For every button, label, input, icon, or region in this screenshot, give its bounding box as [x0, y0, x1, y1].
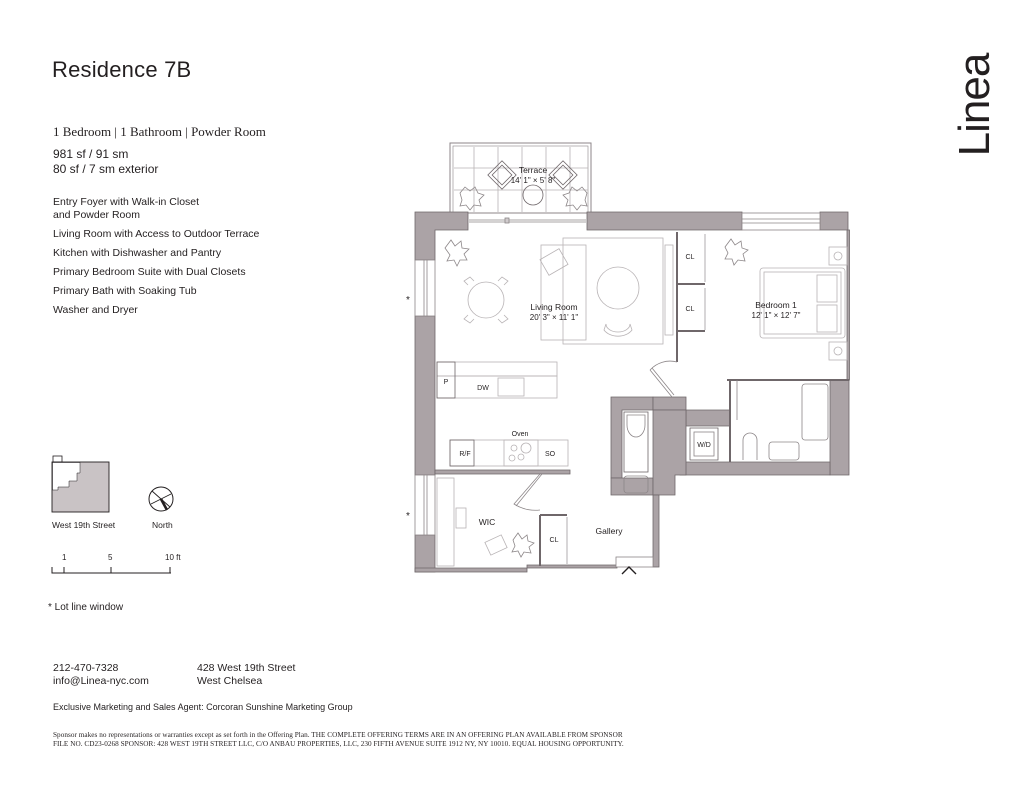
doors	[513, 360, 738, 511]
address-line2: West Chelsea	[197, 675, 263, 687]
north-arrow-icon	[148, 486, 174, 512]
terrace	[449, 142, 592, 214]
north-label: North	[152, 520, 173, 530]
interior-area: 981 sf / 91 sm	[53, 147, 129, 161]
scale-bar	[51, 567, 171, 574]
scale-tick-5: 5	[108, 553, 113, 562]
living-room-label: Living Room	[530, 302, 577, 312]
legal-disclaimer: Sponsor makes no representations or warr…	[53, 731, 624, 748]
closet-label: CL	[550, 537, 559, 544]
terrace-dims: 14' 1" × 5' 8"	[511, 176, 556, 185]
residence-title: Residence 7B	[52, 57, 192, 82]
pantry-label: P	[444, 379, 449, 386]
feature-item: Primary Bath with Soaking Tub	[53, 284, 197, 297]
bedroom-label: Bedroom 1	[755, 300, 797, 310]
linea-logo: Linea	[950, 53, 999, 157]
wic-label: WIC	[479, 517, 496, 527]
email: info@Linea-nyc.com	[53, 675, 149, 687]
key-plan	[51, 455, 110, 513]
key-plan-street-label: West 19th Street	[52, 520, 116, 530]
walls	[414, 211, 850, 573]
scale-tick-10: 10 ft	[165, 553, 181, 562]
oven-label: Oven	[512, 431, 529, 438]
closet-label: CL	[686, 306, 695, 313]
dishwasher-label: DW	[477, 385, 489, 392]
lot-line-note: * Lot line window	[48, 602, 124, 613]
feature-item: Kitchen with Dishwasher and Pantry	[53, 246, 222, 259]
windows	[414, 212, 821, 568]
contact-block: 212-470-7328 info@Linea-nyc.com	[53, 662, 149, 688]
exterior-area: 80 sf / 7 sm exterior	[53, 162, 159, 176]
speed-oven-label: SO	[545, 451, 556, 458]
living-room-dims: 20' 3" × 11' 1"	[530, 313, 579, 322]
area-info: 981 sf / 91 sm 80 sf / 7 sm exterior	[53, 147, 158, 177]
interior-partitions	[539, 232, 849, 566]
gallery-label: Gallery	[596, 526, 624, 536]
feature-item: Primary Bedroom Suite with Dual Closets	[53, 265, 246, 278]
bedroom-dims: 12' 1" × 12' 7"	[752, 311, 801, 320]
closet-label: CL	[686, 254, 695, 261]
lot-line-marker: *	[406, 511, 410, 522]
key-plan-unit-highlight	[52, 462, 81, 491]
address-block: 428 West 19th Street West Chelsea	[197, 662, 295, 688]
furniture	[436, 237, 848, 567]
address-line1: 428 West 19th Street	[197, 662, 296, 674]
unit-type: 1 Bedroom | 1 Bathroom | Powder Room	[53, 124, 266, 139]
terrace-sliding-door	[469, 217, 586, 224]
scale-tick-1: 1	[62, 553, 67, 562]
terrace-label: Terrace	[519, 165, 548, 175]
feature-item: Living Room with Access to Outdoor Terra…	[53, 227, 260, 240]
sales-agent: Exclusive Marketing and Sales Agent: Cor…	[53, 702, 353, 712]
entry-marker-icon	[621, 566, 637, 575]
washer-dryer-label: W/D	[697, 442, 711, 449]
lot-line-marker: *	[406, 295, 410, 306]
fridge-label: R/F	[459, 451, 470, 458]
phone-number: 212-470-7328	[53, 662, 119, 674]
feature-item: Washer and Dryer	[53, 303, 138, 316]
